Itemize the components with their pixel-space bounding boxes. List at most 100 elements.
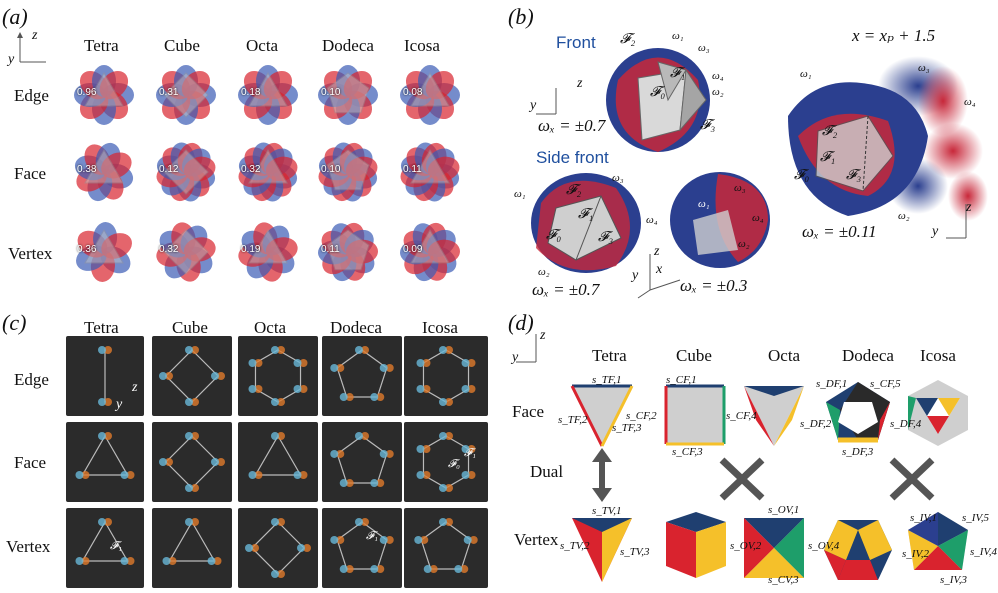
d-s-iv2: s_IV,2 <box>902 548 929 560</box>
d-s-tv2: s_TV,2 <box>560 540 590 552</box>
d-dodeca-vertex <box>824 520 892 580</box>
a-cell-1-2 <box>238 142 298 202</box>
a-value-2-4: 0.09 <box>403 244 423 255</box>
d-s-ov2: s_OV,2 <box>730 540 762 552</box>
d-icosa-face <box>908 380 968 446</box>
b-axis-y-front: y <box>530 98 537 113</box>
d-icosa-vertex <box>908 512 968 570</box>
d-row-dual: Dual <box>530 462 564 481</box>
b-side-F2: 𝓕₂ <box>566 183 582 198</box>
c-frame-2-2 <box>238 508 318 588</box>
b-axis-y-side: y <box>632 268 639 283</box>
b-side-w4: ω₄ <box>646 214 658 226</box>
b-right-shape <box>788 56 988 221</box>
a-value-1-1: 0.12 <box>159 164 179 175</box>
d-s-tf2: s_TF,2 <box>558 414 588 426</box>
c-col-icosa: Icosa <box>422 318 458 337</box>
a-value-0-1: 0.31 <box>159 87 179 98</box>
b-axis-z-front: z <box>577 76 583 91</box>
a-cell-0-3 <box>318 65 378 125</box>
d-s-df2: s_DF,2 <box>800 418 832 430</box>
d-s-df3: s_DF,3 <box>842 446 874 458</box>
c-frame-1-2 <box>238 422 318 502</box>
b-omega-front: ωₓ = ±0.7 <box>538 116 606 135</box>
b-side-w3: ω₃ <box>612 172 624 184</box>
c-frame-2-1 <box>152 508 232 588</box>
d-dodeca-face <box>826 382 890 443</box>
b-axes-front <box>536 88 557 115</box>
a-row-face: Face <box>14 164 47 183</box>
b-side-shape-2 <box>670 172 770 268</box>
a-value-2-3: 0.11 <box>321 244 340 255</box>
c-frame-2-3 <box>322 508 402 588</box>
a-row-vertex: Vertex <box>8 244 53 263</box>
b-side-F0: 𝓕₀ <box>546 228 562 243</box>
d-s-cf3: s_CF,3 <box>672 446 703 458</box>
b-omega-side2: ωₓ = ±0.3 <box>680 276 748 295</box>
c-frame-2-4 <box>404 508 488 588</box>
b-front-shape <box>606 48 710 152</box>
d-s-ov4: s_OV,4 <box>808 540 840 552</box>
b-omega-right: ωₓ = ±0.11 <box>802 222 877 241</box>
d-tetra-vertex <box>572 518 632 582</box>
d-col-dodeca: Dodeca <box>842 346 894 365</box>
d-cube-vertex <box>666 512 726 578</box>
b-r-w3: ω₃ <box>918 62 930 74</box>
panel-d-axes <box>516 334 537 363</box>
c-dodeca-F1: 𝓕₁ <box>366 530 378 542</box>
b-r-w2: ω₂ <box>898 210 910 222</box>
a-value-2-2: 0.19 <box>241 244 261 255</box>
c-col-octa: Octa <box>254 318 287 337</box>
c-frame-0-3 <box>322 336 402 416</box>
c-frame-0-2 <box>238 336 318 416</box>
b-x-equation: x = xₚ + 1.5 <box>852 26 936 45</box>
d-s-ov3: s_CV,3 <box>768 574 799 586</box>
b-side2-w1: ω₁ <box>698 198 710 210</box>
a-value-1-3: 0.10 <box>321 164 341 175</box>
a-value-1-0: 0.38 <box>77 164 97 175</box>
c-frame-1-4 <box>404 422 488 502</box>
d-axis-z: z <box>540 328 546 343</box>
panel-a-axis-y: y <box>8 52 15 67</box>
d-s-df4: s_DF,4 <box>890 418 922 430</box>
a-cell-2-2 <box>238 222 298 282</box>
a-col-icosa: Icosa <box>404 36 440 55</box>
b-r-w4: ω₄ <box>964 96 976 108</box>
d-s-iv1: s_IV,1 <box>910 512 937 524</box>
panel-a-axes <box>17 32 46 63</box>
b-front-label: Front <box>556 33 596 52</box>
a-cell-0-1 <box>156 65 216 125</box>
c-axis-y: y <box>116 397 123 412</box>
b-F0: 𝓕₀ <box>650 85 666 100</box>
a-value-1-4: 0.11 <box>403 164 422 175</box>
b-r-w1: ω₁ <box>800 68 812 80</box>
a-col-tetra: Tetra <box>84 36 119 55</box>
panel-a-label: (a) <box>2 4 28 29</box>
a-cell-2-0 <box>76 222 132 282</box>
d-dual-arrow-vertical <box>592 448 612 502</box>
a-cell-1-4 <box>400 142 460 202</box>
d-s-iv4: s_IV,4 <box>970 546 997 558</box>
c-F0: 𝓕₀ <box>448 458 460 470</box>
d-octa-face <box>744 386 804 446</box>
d-row-vertex: Vertex <box>514 530 559 549</box>
c-frame-0-1 <box>152 336 232 416</box>
d-s-cf1: s_CF,1 <box>666 374 697 386</box>
c-axis-z: z <box>132 380 138 395</box>
d-s-tv3: s_TV,3 <box>620 546 650 558</box>
b-axis-x-side: x <box>656 262 663 277</box>
b-w3: ω₃ <box>698 42 710 54</box>
a-value-2-1: 0.32 <box>159 244 179 255</box>
b-axis-z-side: z <box>654 244 660 259</box>
a-cell-0-4 <box>400 65 460 125</box>
panel-a-axis-z: z <box>32 28 38 43</box>
c-frame-1-3 <box>322 422 402 502</box>
d-col-octa: Octa <box>768 346 801 365</box>
panel-d-shapes <box>570 380 968 582</box>
b-r-F2: 𝓕₂ <box>822 124 838 139</box>
a-value-0-0: 0.96 <box>77 87 97 98</box>
d-s-ov1: s_OV,1 <box>768 504 800 516</box>
d-axis-y: y <box>512 350 519 365</box>
d-s-df5: s_CF,5 <box>870 378 901 390</box>
b-side2-w3: ω₃ <box>734 182 746 194</box>
